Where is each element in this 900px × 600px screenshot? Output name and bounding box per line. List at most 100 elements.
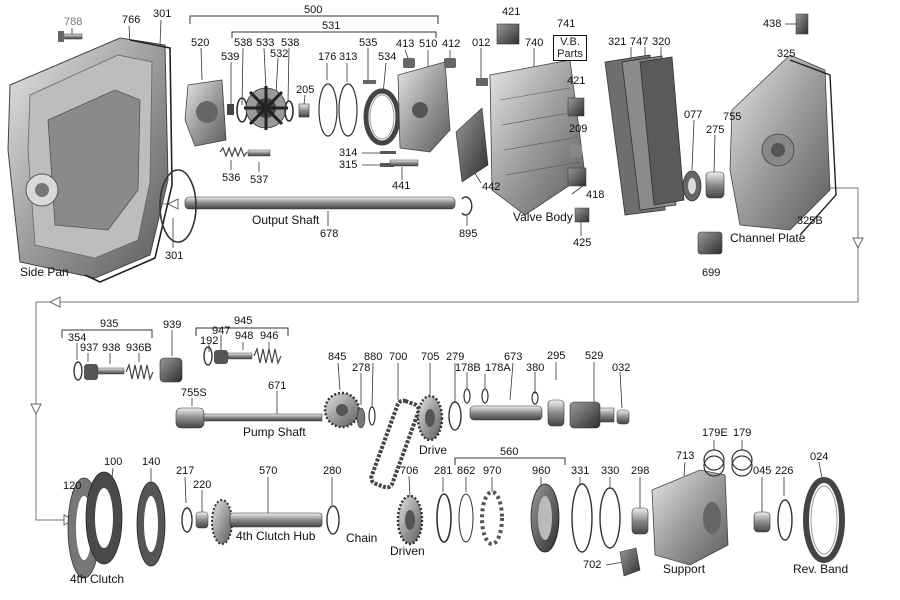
part-number-330: 330 bbox=[601, 465, 620, 477]
label-side-pan: Side Pan bbox=[20, 265, 69, 279]
part-number-140: 140 bbox=[142, 456, 161, 468]
shaft-673 bbox=[469, 405, 543, 421]
part-number-510: 510 bbox=[419, 38, 438, 50]
part-number-012: 012 bbox=[472, 37, 491, 49]
ring-380 bbox=[531, 391, 539, 405]
part-number-537: 537 bbox=[250, 174, 269, 186]
part-number-536: 536 bbox=[222, 172, 241, 184]
part-702 bbox=[619, 547, 641, 577]
seal-330 bbox=[599, 487, 621, 549]
pump-part-539 bbox=[227, 104, 234, 115]
part-number-938: 938 bbox=[102, 342, 121, 354]
part-number-178a: 178A bbox=[485, 362, 511, 374]
spring-536 bbox=[219, 146, 248, 158]
valve-body-740 bbox=[489, 59, 586, 216]
part-number-179: 179 bbox=[733, 427, 752, 439]
sensor-438 bbox=[795, 13, 809, 35]
drive-sprocket-705 bbox=[416, 394, 444, 442]
clutch-plate-140 bbox=[136, 481, 166, 567]
part-number-320: 320 bbox=[652, 36, 671, 48]
part-number-534: 534 bbox=[378, 51, 397, 63]
part-number-538-b: 538 bbox=[281, 37, 300, 49]
ring-880 bbox=[368, 406, 376, 426]
snap-ring-313 bbox=[338, 83, 358, 137]
part-number-880: 880 bbox=[364, 351, 383, 363]
label-output-shaft: Output Shaft bbox=[252, 213, 320, 227]
part-number-678: 678 bbox=[320, 228, 339, 240]
part-number-024: 024 bbox=[810, 451, 829, 463]
switch-425 bbox=[574, 207, 590, 223]
part-number-176: 176 bbox=[318, 51, 337, 63]
part-number-281: 281 bbox=[434, 465, 453, 477]
part-number-220: 220 bbox=[193, 479, 212, 491]
channel-plate-755 bbox=[729, 54, 831, 231]
support-713 bbox=[651, 469, 729, 566]
part-number-970: 970 bbox=[483, 465, 502, 477]
gasket-320 bbox=[639, 56, 685, 206]
seal-331 bbox=[571, 483, 593, 553]
ring-226 bbox=[777, 499, 793, 541]
part-number-937: 937 bbox=[80, 342, 99, 354]
bolt-788 bbox=[58, 31, 83, 42]
part-number-755: 755 bbox=[723, 111, 742, 123]
part-number-500: 500 bbox=[304, 4, 323, 16]
sensor-418 bbox=[567, 167, 587, 187]
snap-ring-895 bbox=[461, 196, 473, 216]
part-number-301: 301 bbox=[153, 8, 172, 20]
part-number-032: 032 bbox=[612, 362, 631, 374]
part-number-421: 421 bbox=[502, 6, 521, 18]
part-number-538: 538 bbox=[234, 37, 253, 49]
part-number-315: 315 bbox=[339, 159, 358, 171]
part-number-298: 298 bbox=[631, 465, 650, 477]
part-number-354: 354 bbox=[68, 332, 87, 344]
seals-179e bbox=[703, 449, 725, 477]
seal-178a bbox=[481, 388, 489, 404]
part-699 bbox=[697, 231, 723, 255]
part-number-935: 935 bbox=[100, 318, 119, 330]
part-number-948: 948 bbox=[235, 330, 254, 342]
output-shaft-678 bbox=[184, 196, 456, 210]
bushing-220 bbox=[195, 511, 209, 529]
ring-192 bbox=[203, 346, 213, 366]
part-number-331: 331 bbox=[571, 465, 590, 477]
ring-278 bbox=[356, 407, 366, 429]
rod-938 bbox=[97, 367, 125, 375]
side-pan-gasket bbox=[84, 39, 173, 283]
part-number-100: 100 bbox=[104, 456, 123, 468]
seals-179 bbox=[731, 449, 753, 477]
snap-ring-176 bbox=[318, 83, 338, 137]
part-number-947: 947 bbox=[212, 325, 231, 337]
part-number-412: 412 bbox=[442, 38, 461, 50]
part-number-209: 209 bbox=[569, 123, 588, 135]
part-number-533: 533 bbox=[256, 37, 275, 49]
label-drive: Drive bbox=[419, 443, 448, 457]
vb-line-2: Parts bbox=[557, 48, 583, 60]
part-number-755s: 755S bbox=[181, 387, 207, 399]
pin-535 bbox=[363, 80, 376, 84]
pump-rotor-533 bbox=[244, 86, 288, 130]
part-number-280: 280 bbox=[323, 465, 342, 477]
valve-413 bbox=[403, 58, 415, 68]
pin-537 bbox=[247, 149, 271, 157]
bearing-298 bbox=[631, 507, 649, 535]
label-driven: Driven bbox=[390, 544, 425, 558]
part-number-279: 279 bbox=[446, 351, 465, 363]
label-chain: Chain bbox=[346, 531, 378, 545]
piston-970 bbox=[480, 490, 504, 546]
cover-939 bbox=[159, 357, 183, 383]
part-number-570: 570 bbox=[259, 465, 278, 477]
part-number-673: 673 bbox=[504, 351, 523, 363]
part-number-179e: 179E bbox=[702, 427, 728, 439]
part-number-936b: 936B bbox=[126, 342, 152, 354]
part-number-425: 425 bbox=[573, 237, 592, 249]
chain-700 bbox=[369, 398, 421, 490]
label-pump-shaft: Pump Shaft bbox=[243, 425, 306, 439]
part-number-702: 702 bbox=[583, 559, 602, 571]
seal-077 bbox=[682, 170, 702, 202]
part-number-295: 295 bbox=[547, 350, 566, 362]
part-number-960: 960 bbox=[532, 465, 551, 477]
reverse-band-024 bbox=[803, 477, 845, 563]
clutch-hub-570 bbox=[211, 499, 323, 545]
solenoid-421 bbox=[496, 23, 520, 45]
part-number-441: 441 bbox=[392, 180, 411, 192]
